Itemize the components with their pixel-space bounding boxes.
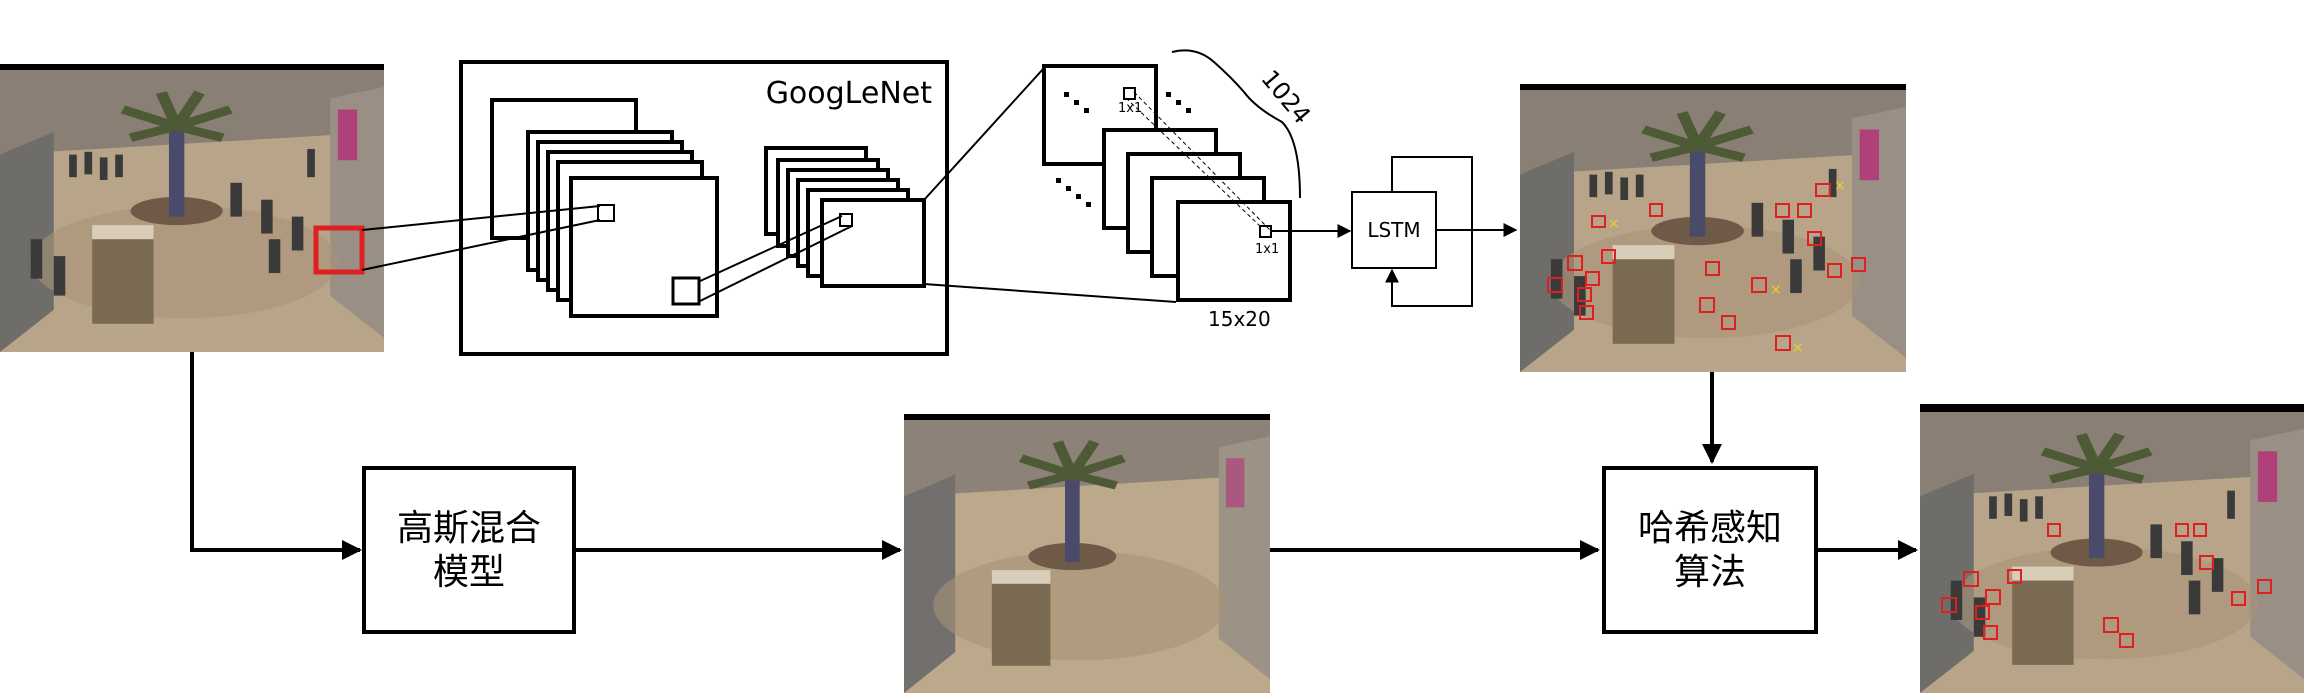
arrow-input-to-gmm: [190, 352, 362, 560]
hash-box: 哈希感知 算法: [1602, 466, 1818, 634]
depth-label: 1024: [1255, 65, 1316, 130]
svg-text:×: ×: [1792, 340, 1804, 356]
lstm-block: LSTM: [1272, 156, 1518, 307]
gmm-label-line2: 模型: [433, 552, 505, 593]
svg-text:×: ×: [1608, 216, 1620, 232]
svg-text:×: ×: [1834, 178, 1846, 194]
cell-label-top: 1x1: [1118, 101, 1142, 116]
detection-image: × × × ×: [1520, 84, 1906, 372]
feature-stack-2: [764, 146, 926, 288]
svg-text:×: ×: [1770, 282, 1782, 298]
input-highlight-box: [313, 225, 365, 275]
gmm-box: 高斯混合 模型: [362, 466, 576, 634]
input-image: [0, 64, 384, 352]
grid-size-label: 15x20: [1208, 307, 1271, 331]
cell-label-bottom: 1x1: [1255, 242, 1279, 257]
googlenet-title: GoogLeNet: [766, 76, 933, 111]
output-image: [1920, 404, 2304, 693]
projection-lines: [361, 67, 1177, 303]
gmm-label-line1: 高斯混合: [397, 508, 541, 549]
googlenet-block: GoogLeNet: [459, 60, 949, 356]
lstm-label: LSTM: [1367, 218, 1420, 242]
background-image: [904, 414, 1270, 693]
feature-grid-stack: 1x1 1x1 15x20 1024: [1042, 49, 1316, 331]
hash-label-line1: 哈希感知: [1638, 508, 1782, 549]
depth-brace: [1171, 49, 1301, 199]
hash-label-line2: 算法: [1674, 552, 1746, 593]
